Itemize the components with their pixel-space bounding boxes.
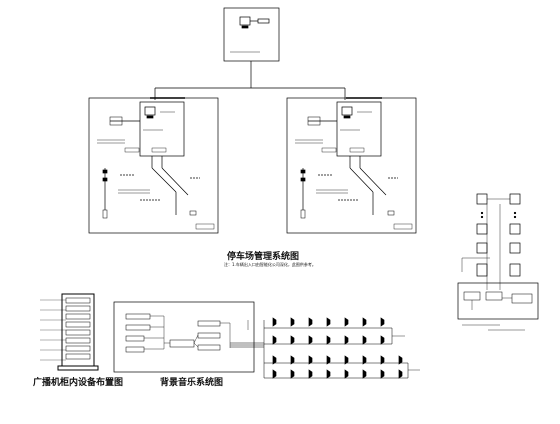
broadcast-rack (40, 293, 99, 371)
bg-music-panel (113, 301, 264, 373)
speaker-lines (263, 317, 420, 379)
intercom-riser (457, 193, 539, 331)
parking-frame-right (286, 97, 417, 234)
rack-layout-caption: 广播机柜内设备布置图 (33, 378, 124, 388)
bg-music-caption: 背景音乐系统图 (160, 378, 224, 388)
parking-frame-left (88, 97, 219, 234)
parking-system-note: 注：1.车辆出入口由智能化公司深化，此图供参考。 (224, 262, 316, 267)
parking-system-caption: 停车场管理系统图 (227, 252, 300, 262)
central-station (154, 7, 346, 100)
